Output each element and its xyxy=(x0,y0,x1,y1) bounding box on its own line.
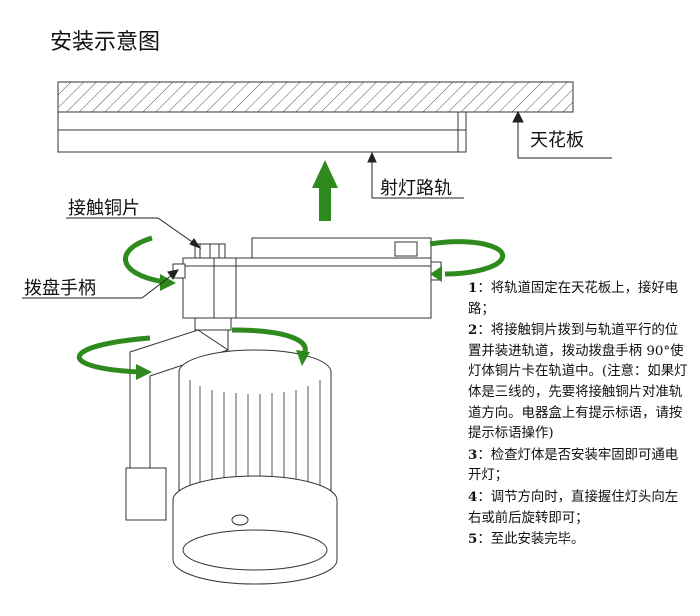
insert-direction-arrow xyxy=(312,160,338,221)
adapter-box xyxy=(172,237,442,319)
instruction-list: 1：将轨道固定在天花板上，接好电路； 2：将接触铜片拨到与轨道平行的位置并装进轨… xyxy=(468,278,690,551)
step-text: ：检查灯体是否安装牢固即可通电开灯； xyxy=(468,447,679,484)
ceiling-slab xyxy=(57,81,574,113)
track-rail xyxy=(57,111,467,153)
ceiling-leader xyxy=(512,110,612,159)
step-number: 5 xyxy=(468,531,478,548)
rotate-arrow-adapter-heads xyxy=(160,266,442,291)
track-leader xyxy=(367,151,464,199)
step-text: ：至此安装完毕。 xyxy=(477,532,585,548)
diagram-title: 安装示意图 xyxy=(50,30,161,55)
step-text: ：调节方向时，直接握住灯头向左右或前后旋转即可； xyxy=(468,489,679,526)
handle-label: 拨盘手柄 xyxy=(24,278,96,299)
rotate-arrow-adapter xyxy=(123,235,505,285)
ceiling-label: 天花板 xyxy=(530,130,584,151)
contact-leader xyxy=(66,217,202,250)
step-1: 1：将轨道固定在天花板上，接好电路； xyxy=(468,278,690,320)
track-label: 射灯路轨 xyxy=(380,178,452,199)
lamp-head xyxy=(172,349,338,585)
step-2: 2：将接触铜片拨到与轨道平行的位置并装进轨道，拨动拨盘手柄 90°使灯体铜片卡在… xyxy=(468,320,690,445)
step-3: 3：检查灯体是否安装牢固即可通电开灯； xyxy=(468,445,690,487)
step-5: 5：至此安装完毕。 xyxy=(468,529,690,551)
step-number: 1 xyxy=(468,280,478,296)
lamp-arm xyxy=(125,317,232,521)
step-text: ：将轨道固定在天花板上，接好电路； xyxy=(468,281,679,317)
step-text: ：将接触铜片拨到与轨道平行的位置并装进轨道，拨动拨盘手柄 90°使灯体铜片卡在轨… xyxy=(468,323,688,442)
contact-label: 接触铜片 xyxy=(68,198,140,219)
step-number: 3 xyxy=(468,446,478,463)
step-number: 2 xyxy=(468,322,478,339)
step-number: 4 xyxy=(468,488,478,505)
rotate-arrow-lamp-heads xyxy=(136,350,310,380)
handle-leader xyxy=(22,269,179,299)
step-4: 4：调节方向时，直接握住灯头向左右或前后旋转即可； xyxy=(468,487,690,529)
